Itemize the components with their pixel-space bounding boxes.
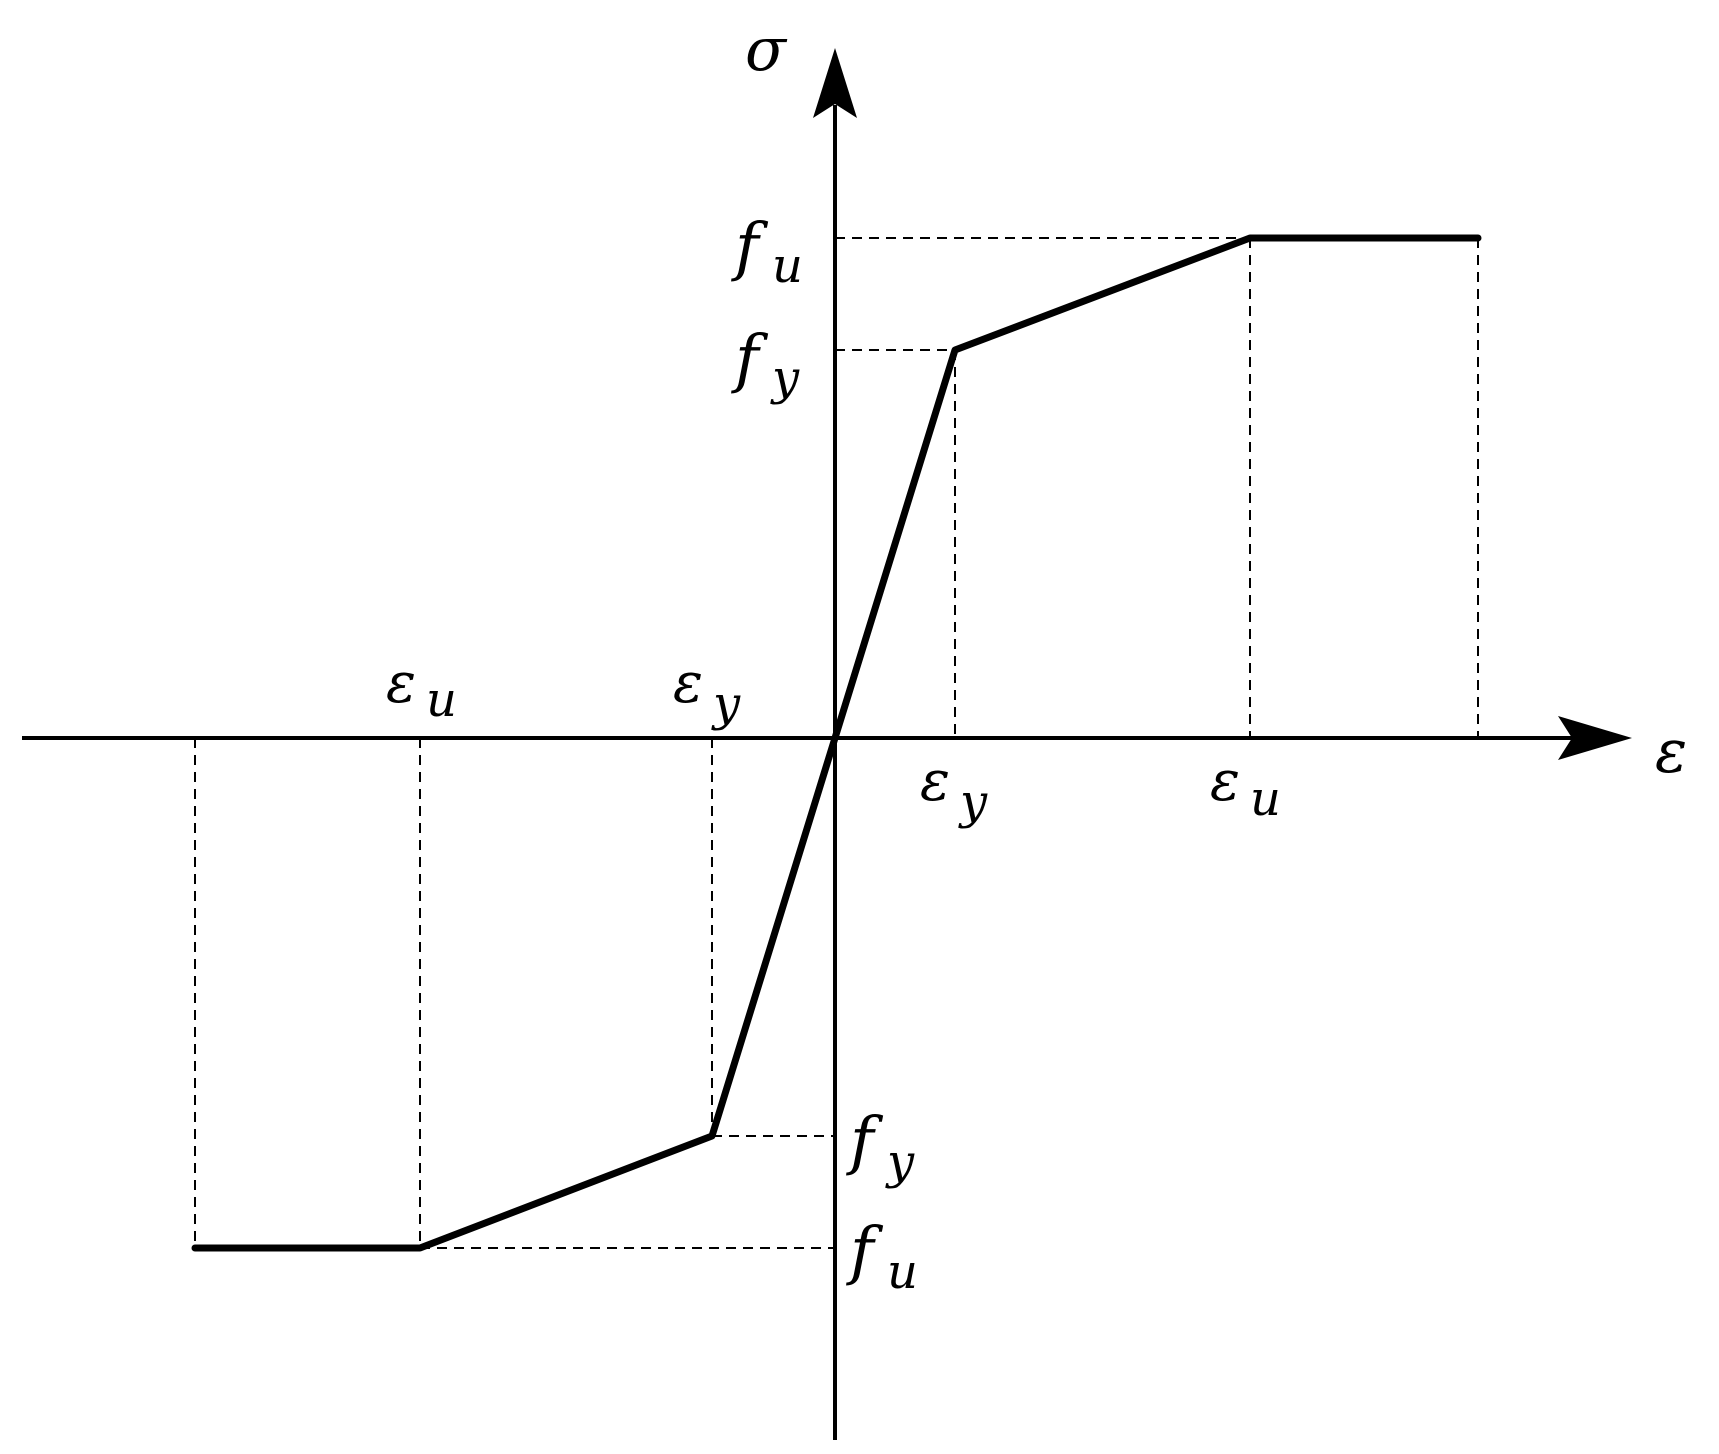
label-fu-negative: f u: [846, 1214, 918, 1300]
label-eps-u-negative: ε u: [386, 651, 457, 728]
label-fy-positive: f y: [731, 322, 800, 406]
label-fy-negative: f y: [846, 1104, 915, 1190]
label-fu-positive-base: f: [731, 210, 769, 284]
label-eps-y-positive-sub: y: [958, 774, 988, 830]
label-eps-y-positive: ε y: [920, 749, 988, 830]
label-fy-negative-sub: y: [885, 1134, 915, 1190]
label-eps-u-positive: ε u: [1210, 749, 1281, 827]
stress-strain-curve: [191, 234, 1482, 1252]
label-eps-u-positive-base: ε: [1210, 749, 1240, 814]
label-eps-y-negative: ε y: [673, 651, 741, 732]
label-eps-u-negative-base: ε: [386, 651, 416, 716]
label-fy-positive-sub: y: [770, 350, 800, 406]
guide-lines: [194, 237, 1479, 1249]
label-fu-negative-base: f: [846, 1214, 884, 1288]
label-fy-positive-base: f: [731, 322, 769, 396]
label-eps-y-positive-base: ε: [920, 749, 950, 814]
axes: [22, 48, 1632, 1440]
label-eps-y-negative-sub: y: [711, 676, 741, 732]
y-axis-arrowhead: [813, 48, 857, 118]
label-eps-u-negative-sub: u: [426, 672, 457, 728]
x-axis-arrowhead: [1558, 716, 1632, 760]
label-fu-positive-sub: u: [772, 238, 803, 294]
label-fu-positive: f u: [731, 210, 803, 294]
label-eps-y-negative-base: ε: [673, 651, 703, 716]
label-fu-negative-sub: u: [887, 1244, 918, 1300]
label-eps-u-positive-sub: u: [1250, 771, 1281, 827]
label-fy-negative-base: f: [846, 1104, 884, 1178]
x-axis-label: ε: [1655, 717, 1687, 787]
y-axis-label: σ: [745, 15, 788, 85]
